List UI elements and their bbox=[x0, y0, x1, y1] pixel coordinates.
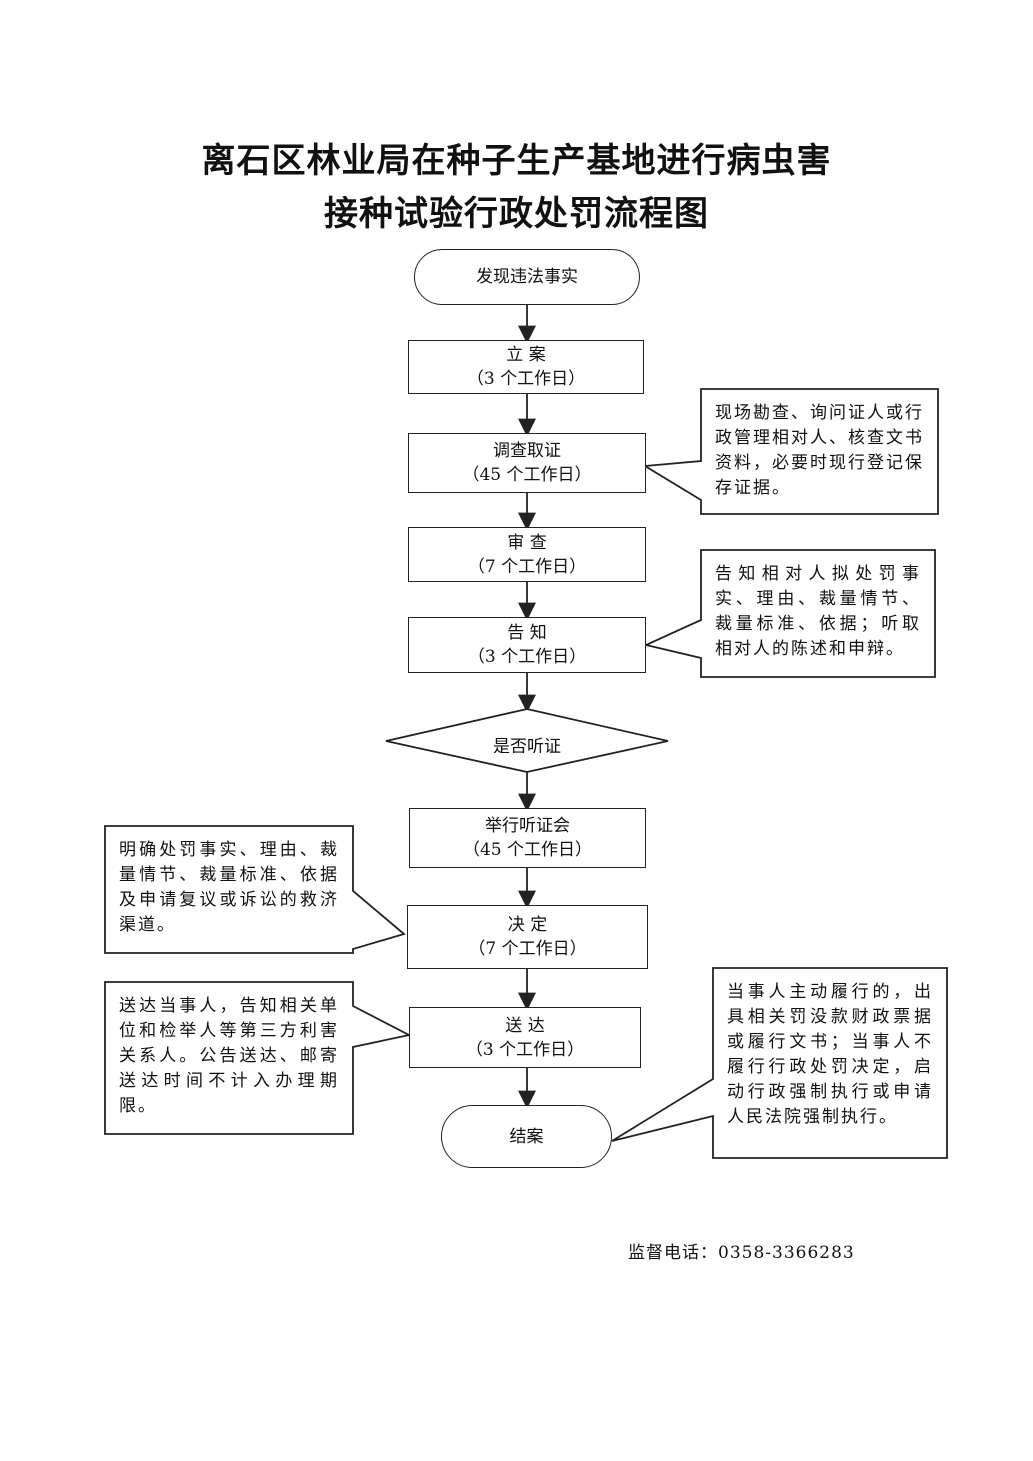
step-delivery-days: （3 个工作日） bbox=[465, 1039, 585, 1060]
step-decide: 决 定 （7 个工作日） bbox=[407, 905, 648, 969]
step-decide-days: （7 个工作日） bbox=[468, 939, 587, 959]
note-end: 当事人主动履行的，出具相关罚没款财政票据或履行文书；当事人不履行行政处罚决定，启… bbox=[727, 982, 933, 1127]
step-notice: 告 知 （3 个工作日） bbox=[408, 617, 646, 673]
step-end-label: 结案 bbox=[509, 1126, 544, 1147]
decision-hearing-label: 是否听证 bbox=[493, 737, 561, 753]
step-start-label: 发现违法事实 bbox=[476, 267, 578, 287]
callout-investigation bbox=[642, 388, 939, 515]
step-review-name: 审 查 bbox=[507, 532, 547, 553]
step-delivery: 送 达 （3 个工作日） bbox=[409, 1007, 641, 1068]
callout-notice bbox=[643, 549, 936, 678]
hearing-decision-diamond bbox=[385, 708, 669, 773]
callout-decide bbox=[104, 825, 406, 954]
callout-delivery bbox=[104, 981, 412, 1135]
step-hearing-name: 举行听证会 bbox=[485, 816, 570, 836]
step-filing-name: 立 案 bbox=[506, 345, 546, 365]
step-investigation-days: （45 个工作日） bbox=[462, 465, 592, 485]
step-review-days: （7 个工作日） bbox=[467, 556, 587, 577]
step-notice-name: 告 知 bbox=[507, 623, 547, 643]
callout-end bbox=[611, 967, 948, 1159]
step-hearing: 举行听证会 （45 个工作日） bbox=[409, 808, 646, 868]
note-investigation: 现场勘查、询问证人或行政管理相对人、核查文书资料，必要时现行登记保存证据。 bbox=[715, 403, 924, 498]
step-notice-days: （3 个工作日） bbox=[467, 647, 587, 667]
step-end: 结案 bbox=[441, 1105, 612, 1168]
note-decide: 明确处罚事实、理由、裁量情节、裁量标准、依据及申请复议或诉讼的救济渠道。 bbox=[119, 840, 339, 935]
step-filing: 立 案 （3 个工作日） bbox=[408, 340, 644, 394]
step-review: 审 查 （7 个工作日） bbox=[408, 527, 646, 582]
step-decide-name: 决 定 bbox=[507, 915, 548, 935]
page-title-line2: 接种试验行政处罚流程图 bbox=[324, 194, 709, 234]
page-title-line1: 离石区林业局在种子生产基地进行病虫害 bbox=[201, 141, 832, 181]
step-investigation: 调查取证 （45 个工作日） bbox=[408, 433, 646, 493]
supervision-phone: 监督电话：0358-3366283 bbox=[628, 1243, 855, 1263]
step-start: 发现违法事实 bbox=[414, 249, 640, 305]
step-filing-days: （3 个工作日） bbox=[466, 369, 586, 389]
note-notice: 告知相对人拟处罚事实、理由、裁量情节、裁量标准、依据；听取相对人的陈述和申辩。 bbox=[715, 564, 921, 659]
note-delivery: 送达当事人，告知相关单位和检举人等第三方利害关系人。公告送达、邮寄送达时间不计入… bbox=[119, 996, 339, 1116]
step-delivery-name: 送 达 bbox=[505, 1015, 545, 1036]
step-hearing-days: （45 个工作日） bbox=[462, 840, 593, 860]
step-investigation-name: 调查取证 bbox=[493, 441, 561, 461]
